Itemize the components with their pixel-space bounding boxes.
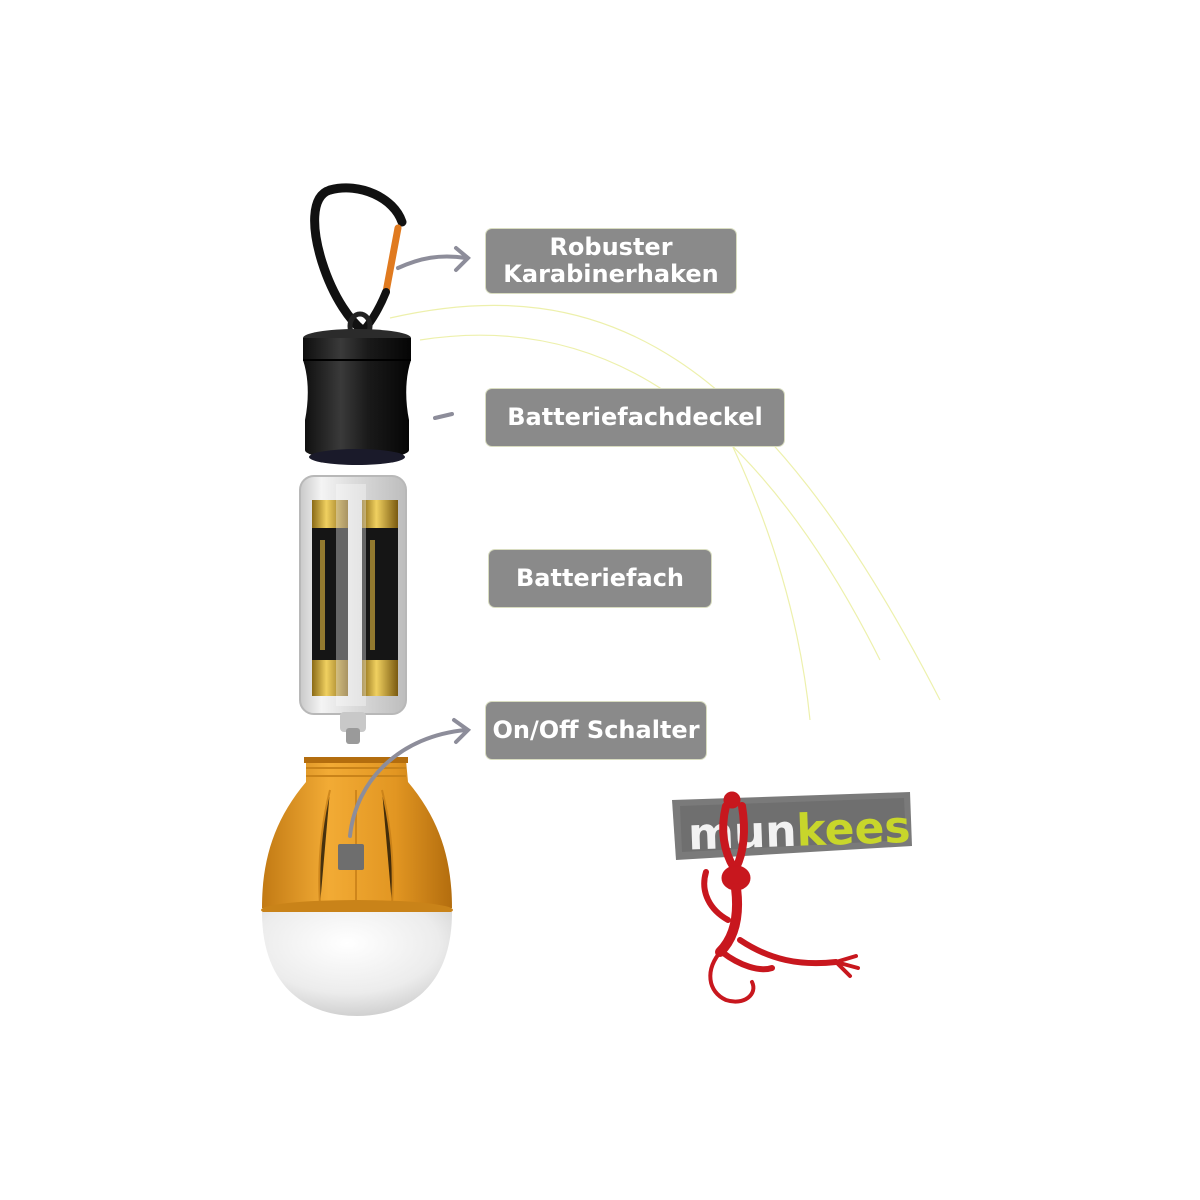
label-karabiner-line2: Karabinerhaken xyxy=(503,260,719,288)
battery-cap-icon xyxy=(303,329,411,465)
label-on-off-schalter: On/Off Schalter xyxy=(486,702,706,759)
bulb-icon xyxy=(261,757,453,1016)
battery-compartment-icon xyxy=(299,475,407,744)
label-schalter-text: On/Off Schalter xyxy=(492,716,700,744)
label-batteriefachdeckel: Batteriefachdeckel xyxy=(486,389,784,446)
light-streaks xyxy=(389,304,941,721)
label-fach-text: Batteriefach xyxy=(516,564,684,592)
arrow-icon xyxy=(348,246,472,838)
label-batteriefach: Batteriefach xyxy=(489,550,711,607)
label-robuster-karabinerhaken: Robuster Karabinerhaken xyxy=(486,229,736,293)
switch-icon xyxy=(338,844,364,870)
label-karabiner-line1: Robuster xyxy=(549,233,673,261)
label-deckel-text: Batteriefachdeckel xyxy=(507,403,763,431)
monkey-icon xyxy=(701,791,860,1004)
munkees-logo: munkees xyxy=(672,791,912,1004)
carabiner-icon xyxy=(310,183,407,341)
